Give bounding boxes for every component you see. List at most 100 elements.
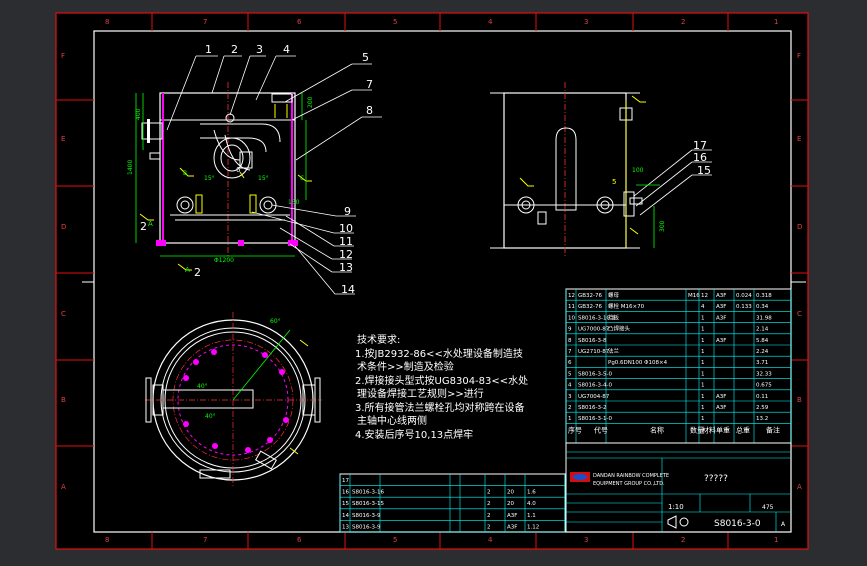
bom-right-cell: 1 (701, 383, 705, 389)
vessel-shell (159, 92, 296, 244)
notes-line-5: 3.所有接管法兰螺栓孔均对称跨在设备 (355, 401, 525, 414)
leader-5: 5 (362, 51, 369, 64)
dim-150: 150 (288, 199, 300, 206)
notes-line-3: 2.焊接接头型式按UG8304-83<<水处 (355, 374, 528, 387)
weld-label-b: B (183, 170, 187, 177)
bom-right-cell: S8016-3-10-1 (578, 315, 615, 321)
bom-right-header: 总重 (736, 425, 750, 434)
leader-7: 7 (366, 78, 373, 91)
bom-right-cell: 1 (568, 416, 572, 422)
bom-right-cell: 螺栓 M16×70 (608, 302, 645, 310)
side-dim-100: 100 (632, 167, 644, 174)
riser-pipe (555, 127, 577, 211)
bom-right-cell: 1 (701, 349, 705, 355)
dim-height: 1400 (127, 160, 134, 175)
bom-right-cell: UG2710-87 (578, 349, 610, 355)
dim-200: 200 (307, 96, 314, 108)
bom-left-cell: S8016-3-9 (352, 524, 381, 530)
bom-left-cell: 16 (342, 490, 349, 496)
bom-right-header: 代号 (594, 425, 608, 434)
bom-right-cell: 1 (701, 405, 705, 411)
bom-right-cell: 31.98 (756, 315, 772, 321)
zone-left-A: A (61, 483, 66, 491)
leader-12: 12 (339, 248, 353, 261)
bom-right-cell: A3F (716, 394, 726, 400)
bom-left-cell: 17 (342, 478, 349, 484)
bom-right-cell: UG7000-87 (578, 327, 610, 333)
projection-symbol (667, 515, 677, 529)
top-view[interactable]: 60° 40° 40° (145, 312, 322, 488)
leader-8: 8 (366, 104, 373, 117)
zone-right-A: A (797, 483, 802, 491)
notes-line-2: 术条件>>制造及检验 (357, 360, 454, 373)
bom-right-cell: M16 (688, 293, 700, 299)
zone-left-F: F (61, 52, 65, 60)
notes-line-7: 4.安装后序号10,13点焊牢 (355, 428, 473, 441)
dim-angle-b: 15° (258, 175, 269, 182)
bom-right-cell: GB32-76 (578, 304, 603, 310)
bom-right-cell: 1 (701, 371, 705, 377)
technical-notes: 技术要求: 1.按JB2932-86<<水处理设备制造技 术条件>>制造及检验 … (355, 333, 528, 441)
bom-right-cell: 10 (568, 315, 575, 321)
zone-right-B: B (797, 396, 802, 404)
zone-top-5: 5 (393, 18, 397, 26)
leader-1: 1 (205, 43, 212, 56)
bom-right-cell: 1 (701, 338, 705, 344)
zone-right-C: C (797, 310, 802, 318)
bom-right-cell: 法兰 (608, 347, 620, 355)
bom-left-cell: 15 (342, 501, 349, 507)
company-name-1: DANDAN RAINBOW COMPLETE (593, 473, 669, 479)
zone-ticks (56, 13, 808, 549)
sheet-mark: A (781, 521, 786, 528)
bom-right-cell: 9 (568, 327, 572, 333)
bom-left-cell: 1.1 (527, 513, 536, 519)
zone-top-6: 6 (297, 18, 302, 26)
bom-right-cell: S8016-3-5-0 (578, 371, 612, 377)
bom-right-cell: 13.2 (756, 416, 768, 422)
zone-top-4: 4 (488, 18, 493, 26)
bom-right-cell: 螺母 (608, 291, 620, 299)
bom-right-cell: S8016-3-2 (578, 405, 606, 411)
zone-bot-6: 6 (297, 536, 302, 544)
bom-right-cell: 挡板 (608, 313, 620, 321)
bom-left-cell: S8016-3-15 (352, 501, 384, 507)
notes-line-4: 理设备焊接工艺规则>>进行 (357, 387, 484, 400)
top-dim-40b: 40° (205, 413, 216, 420)
front-view[interactable]: 1400 400 Φ1200 200 150 15° 15° A A B C (127, 82, 314, 274)
leader-15: 15 (697, 164, 711, 177)
side-view[interactable]: 100 300 5 (490, 82, 666, 258)
zone-bot-1: 1 (774, 536, 778, 544)
company-name-2: EQUIPMENT GROUP CO.,LTD. (593, 481, 665, 487)
zone-left-E: E (61, 135, 65, 143)
leader-2b: 2 (194, 266, 201, 279)
dim-400: 400 (135, 108, 142, 120)
zone-left-D: D (61, 223, 66, 231)
bom-right-cell: 凸焊接头 (608, 325, 631, 333)
bom-right-cell: 4 (568, 383, 572, 389)
bom-right-cell: 0.34 (756, 304, 769, 310)
bom-right-cell: 5.84 (756, 338, 769, 344)
bom-right-cell: 7 (568, 349, 572, 355)
bom-right-cell: 2.59 (756, 405, 769, 411)
weld-label-a: A (148, 220, 153, 228)
bom-right-cell: 5 (568, 371, 572, 377)
dim-angle-a: 15° (204, 175, 215, 182)
zone-right-E: E (797, 135, 801, 143)
bom-right-cell: S8016-3-8 (578, 338, 607, 344)
bom-right-cell: A3F (716, 304, 726, 310)
bom-right-header: 单重 (716, 425, 730, 434)
bom-right-cell: 32.33 (756, 371, 772, 377)
bom-left-cell: 14 (342, 513, 349, 519)
drawing-weight: 475 (762, 504, 774, 511)
zone-markers: 8 7 6 5 4 3 2 1 8 7 6 5 4 3 2 1 F E D C … (61, 18, 802, 544)
bom-right-cell: S8016-3-1-0 (578, 416, 612, 422)
bom-left-cell: 2 (487, 490, 491, 496)
bom-right-cell: Pg0.6DN100 Φ108×4 (608, 360, 668, 366)
weld-label-a2: A (185, 266, 190, 274)
bom-right-cell: A3F (716, 405, 726, 411)
bom-right-cell: GB32-76 (578, 293, 603, 299)
leader-4: 4 (283, 43, 290, 56)
zone-bot-2: 2 (681, 536, 685, 544)
